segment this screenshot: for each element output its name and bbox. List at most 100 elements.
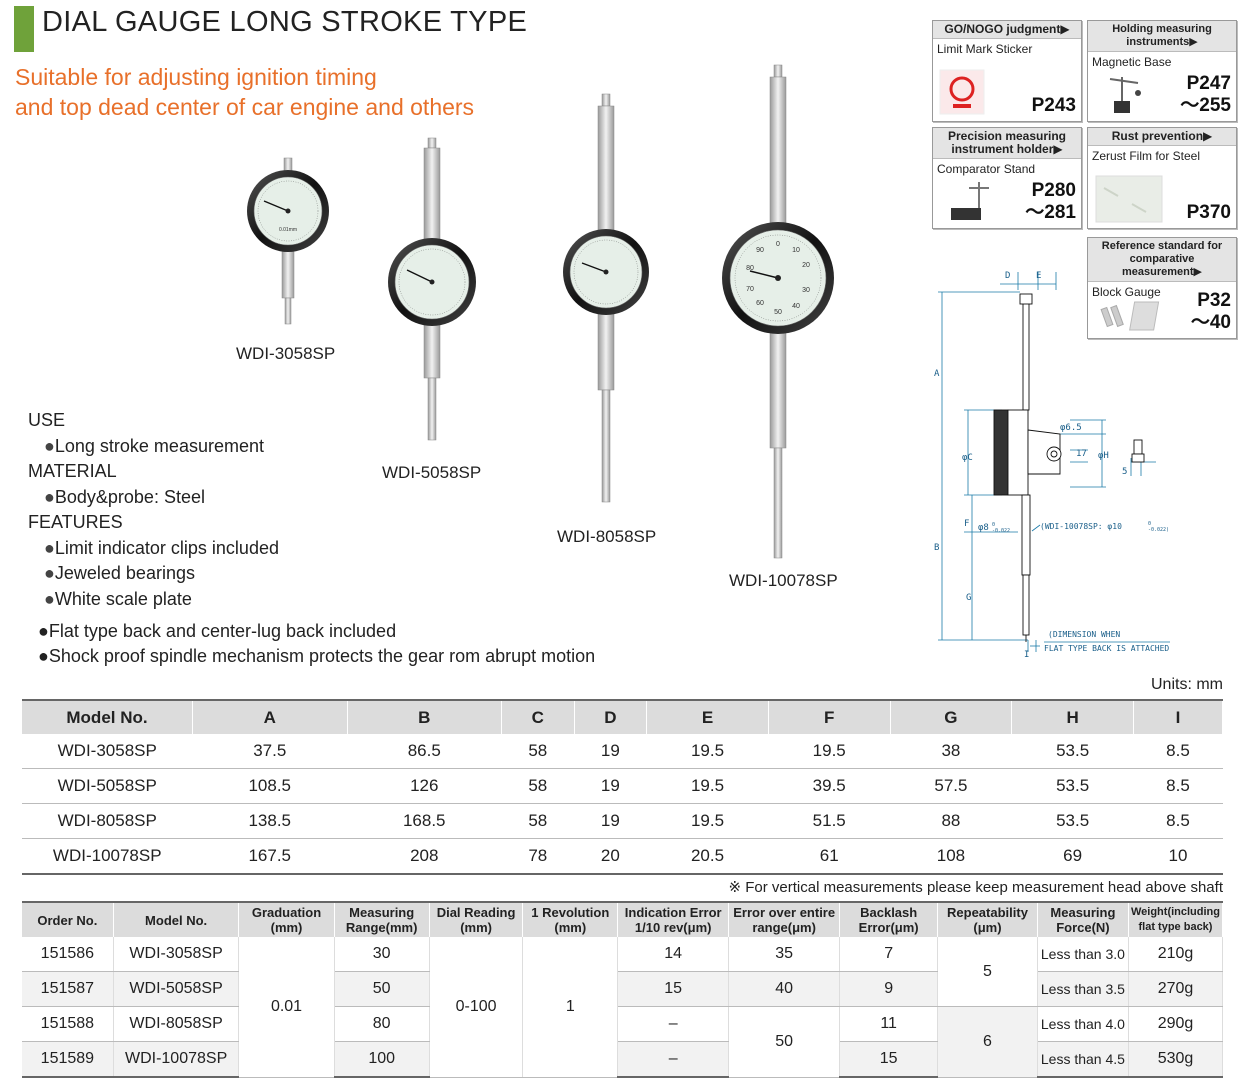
table-row: WDI-3058SP 37.5 86.5 58 19 19.5 19.5 38 …	[22, 734, 1223, 769]
cell-backlash: 11	[839, 1006, 939, 1042]
side-box-rust[interactable]: Rust prevention▶ Zerust Film for Steel P…	[1087, 127, 1237, 229]
side-box-holding[interactable]: Holding measuring instruments▶ Magnetic …	[1087, 20, 1237, 122]
side-box-sub: Magnetic Base	[1092, 55, 1172, 69]
svg-text:0: 0	[1148, 521, 1151, 527]
cell-entire-error: 35	[728, 937, 841, 972]
cell-order: 151586	[22, 937, 114, 972]
cell: 19.5	[646, 803, 769, 839]
svg-text:FLAT TYPE BACK IS ATTACHED): FLAT TYPE BACK IS ATTACHED)	[1044, 644, 1170, 653]
svg-text:φ6.5: φ6.5	[1060, 423, 1082, 433]
col-header: Graduation(mm)	[238, 902, 335, 937]
cell-range: 100	[334, 1041, 430, 1078]
col-header: Order No.	[22, 902, 114, 937]
svg-text:90: 90	[756, 247, 764, 254]
cell-order: 151589	[22, 1041, 114, 1078]
cell: 58	[501, 803, 575, 839]
cell: 37.5	[192, 734, 347, 769]
table-row: 151586 WDI-3058SP 0.01 30 0-100 1 14 35 …	[22, 937, 1224, 1078]
page-subtitle: Suitable for adjusting ignition timing a…	[15, 62, 474, 122]
table-row: 151588 WDI-8058SP 80 – 50 11 6 Less than…	[22, 1006, 1224, 1078]
cell: 69	[1011, 838, 1134, 875]
col-header: F	[768, 700, 891, 734]
cell-weight: 290g	[1128, 1006, 1224, 1042]
col-header: D	[574, 700, 648, 734]
zerust-film-icon	[1095, 175, 1163, 223]
side-box-page: P247～255	[1180, 73, 1231, 116]
side-box-page: P280～281	[1025, 180, 1076, 223]
cell-indication-error: 14	[617, 937, 730, 972]
cell-model: WDI-3058SP	[22, 734, 193, 769]
cell-backlash: 15	[839, 1041, 939, 1078]
cell-revolution: 1	[522, 937, 619, 1078]
gauge-label-3: WDI-8058SP	[557, 527, 657, 546]
cell: 19.5	[646, 768, 769, 804]
table-row: WDI-5058SP 108.5 126 58 19 19.5 39.5 57.…	[22, 768, 1223, 804]
comparator-stand-icon	[951, 182, 989, 220]
svg-text:50: 50	[774, 309, 782, 316]
gauge-wdi-5058sp	[388, 137, 476, 441]
col-header: E	[646, 700, 769, 734]
vertical-measurement-note: ※ For vertical measurements please keep …	[728, 879, 1224, 896]
table-row: 151589 WDI-10078SP 100 – 15 Less than 4.…	[22, 1041, 1224, 1078]
subtitle-line-1: Suitable for adjusting ignition timing	[15, 64, 377, 90]
cell-model: WDI-5058SP	[113, 971, 240, 1007]
svg-text:30: 30	[802, 287, 810, 294]
cell-weight: 270g	[1128, 971, 1224, 1007]
cell: 58	[501, 768, 575, 804]
cell: 19	[574, 768, 647, 804]
gauge-label-2: WDI-5058SP	[382, 463, 482, 482]
svg-text:80: 80	[746, 265, 754, 272]
svg-text:φH: φH	[1098, 451, 1109, 461]
side-box-sub: Block Gauge	[1092, 285, 1161, 299]
gauge-wdi-3058sp: 0.01mm	[247, 157, 329, 325]
cell: 8.5	[1133, 803, 1223, 839]
cell-force: Less than 4.5	[1037, 1041, 1129, 1078]
col-header: G	[890, 700, 1013, 734]
cell-model: WDI-3058SP	[113, 937, 240, 972]
side-box-header: Holding measuring instruments▶	[1088, 21, 1236, 52]
cell: 61	[768, 838, 891, 875]
col-header: Model No.	[113, 902, 240, 937]
svg-text:17: 17	[1076, 449, 1087, 459]
cell-force: Less than 4.0	[1037, 1006, 1129, 1042]
cell-model: WDI-5058SP	[22, 768, 193, 804]
cell: 57.5	[890, 768, 1012, 804]
cell-model: WDI-8058SP	[113, 1006, 240, 1042]
cell: 108.5	[192, 768, 347, 804]
col-header: 1 Revolution(mm)	[522, 902, 619, 937]
cell: 39.5	[768, 768, 891, 804]
col-header: A	[192, 700, 348, 734]
gauge-illustrations: 0.01mm 90 0 10 20	[247, 64, 834, 559]
cell-range: 50	[334, 971, 430, 1007]
use-item: ●Long stroke measurement	[44, 435, 264, 456]
table-row: WDI-10078SP 167.5 208 78 20 20.5 61 108 …	[22, 838, 1223, 875]
subtitle-line-2: and top dead center of car engine and ot…	[15, 94, 475, 120]
side-box-go-nogo[interactable]: GO/NOGO judgment▶ Limit Mark Sticker P24…	[932, 20, 1082, 122]
cell: 10	[1133, 838, 1223, 875]
cell: 53.5	[1011, 768, 1134, 804]
cell: 8.5	[1133, 768, 1223, 804]
col-header: H	[1011, 700, 1134, 734]
cell: 88	[890, 803, 1012, 839]
cell-model: WDI-8058SP	[22, 803, 193, 839]
svg-text:D: D	[1005, 271, 1010, 281]
svg-text:F: F	[964, 519, 969, 529]
page-title: DIAL GAUGE LONG STROKE TYPE	[42, 6, 528, 38]
extra-item: ●Flat type back and center-lug back incl…	[38, 621, 397, 641]
product-info: USE ●Long stroke measurement MATERIAL ●B…	[28, 408, 279, 612]
svg-text:A: A	[934, 369, 940, 379]
gauge-wdi-10078sp: 90 0 10 20 30 40 50 60 70 80	[722, 64, 834, 559]
cell: 51.5	[768, 803, 891, 839]
gauge-label-1: WDI-3058SP	[236, 344, 336, 363]
limit-sticker-icon	[939, 69, 985, 115]
svg-text:(DIMENSION WHEN: (DIMENSION WHEN	[1048, 630, 1120, 639]
cell-indication-error: –	[617, 1006, 730, 1042]
svg-text:E: E	[1036, 271, 1041, 281]
cell-model: WDI-10078SP	[113, 1041, 240, 1078]
